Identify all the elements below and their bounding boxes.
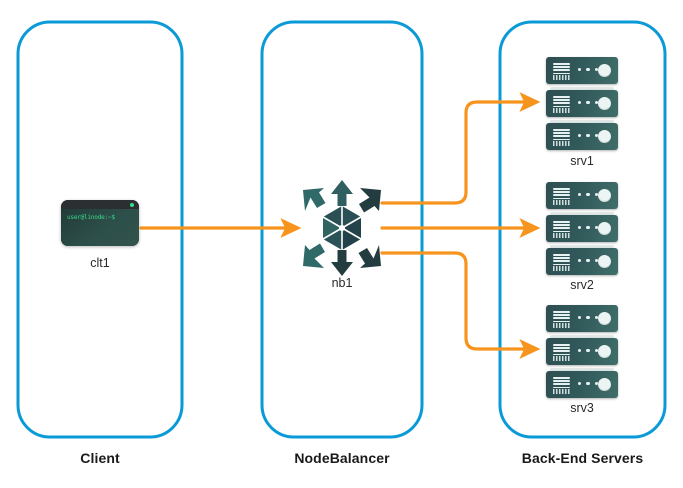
node-label-srv1: srv1: [570, 154, 594, 168]
server-vents-icon: [553, 356, 570, 361]
server-unit: [546, 248, 618, 275]
node-label-nb1: nb1: [331, 276, 353, 290]
rack-connector: [550, 367, 614, 371]
server-dial-icon: [598, 378, 611, 391]
rack-connector: [550, 211, 614, 215]
server-unit: [546, 90, 618, 117]
server-leds-icon: [578, 226, 598, 230]
hex-spokes: [322, 206, 362, 250]
arrow-up-icon: [331, 180, 353, 206]
server-lines-icon: [553, 188, 570, 201]
server-leds-icon: [578, 68, 598, 72]
edge-nb1-srv1: [380, 92, 541, 205]
zone-label-backend: Back-End Servers: [521, 450, 644, 466]
server-unit: [546, 182, 618, 209]
server-leds-icon: [578, 101, 598, 105]
rack-connector: [550, 334, 614, 338]
zone-label-nodebalancer: NodeBalancer: [294, 450, 390, 466]
server-lines-icon: [553, 344, 570, 357]
server-unit: [546, 305, 618, 332]
server-rack-icon[interactable]: [546, 182, 618, 276]
server-vents-icon: [553, 323, 570, 328]
server-dial-icon: [598, 189, 611, 202]
zone-label-client: Client: [80, 450, 120, 466]
server-dial-icon: [598, 130, 611, 143]
node-label-srv3: srv3: [570, 401, 594, 415]
hex-arrow-group: [303, 180, 381, 276]
server-unit: [546, 123, 618, 150]
rack-connector: [550, 119, 614, 123]
server-dial-icon: [598, 222, 611, 235]
server-unit: [546, 215, 618, 242]
rack-connector: [550, 244, 614, 248]
server-leds-icon: [578, 259, 598, 263]
terminal-prompt-text: user@linode:~$: [67, 214, 115, 221]
server-vents-icon: [553, 389, 570, 394]
hex-facet-upper-right: [342, 217, 361, 239]
edge-nb1-srv3: [380, 251, 541, 359]
server-unit: [546, 57, 618, 84]
server-dial-icon: [598, 97, 611, 110]
server-leds-icon: [578, 134, 598, 138]
server-leds-icon: [578, 349, 598, 353]
hex-facet-lower-right: [342, 228, 361, 250]
terminal-body: user@linode:~$: [61, 209, 139, 246]
server-vents-icon: [553, 200, 570, 205]
server-unit: [546, 371, 618, 398]
terminal-title-bar: [61, 200, 139, 209]
server-lines-icon: [553, 254, 570, 267]
server-lines-icon: [553, 96, 570, 109]
node-label-clt1: clt1: [90, 256, 110, 270]
terminal-status-dot: [130, 202, 134, 207]
arrow-upper-right-icon: [359, 188, 381, 213]
arrow-down-icon: [331, 250, 353, 276]
server-rack-icon[interactable]: [546, 57, 618, 151]
rack-connector: [550, 86, 614, 90]
server-leds-icon: [578, 316, 598, 320]
hex-facet-upper-left: [323, 217, 342, 239]
server-lines-icon: [553, 377, 570, 390]
server-dial-icon: [598, 312, 611, 325]
server-unit: [546, 338, 618, 365]
terminal-window[interactable]: user@linode:~$: [61, 200, 139, 246]
server-lines-icon: [553, 63, 570, 76]
arrow-lower-left-icon: [303, 243, 325, 268]
node-label-srv2: srv2: [570, 278, 594, 292]
server-rack-icon[interactable]: [546, 305, 618, 399]
server-vents-icon: [553, 75, 570, 80]
arrow-upper-left-icon: [303, 188, 326, 211]
server-leds-icon: [578, 382, 598, 386]
server-lines-icon: [553, 311, 570, 324]
server-vents-icon: [553, 233, 570, 238]
server-vents-icon: [553, 141, 570, 146]
server-dial-icon: [598, 255, 611, 268]
server-lines-icon: [553, 129, 570, 142]
server-vents-icon: [553, 108, 570, 113]
hex-facet-bottom: [323, 228, 342, 250]
server-lines-icon: [553, 221, 570, 234]
hex-core: [322, 206, 362, 250]
server-leds-icon: [578, 193, 598, 197]
server-dial-icon: [598, 345, 611, 358]
server-vents-icon: [553, 266, 570, 271]
arrow-lower-right-icon: [358, 245, 381, 268]
server-dial-icon: [598, 64, 611, 77]
